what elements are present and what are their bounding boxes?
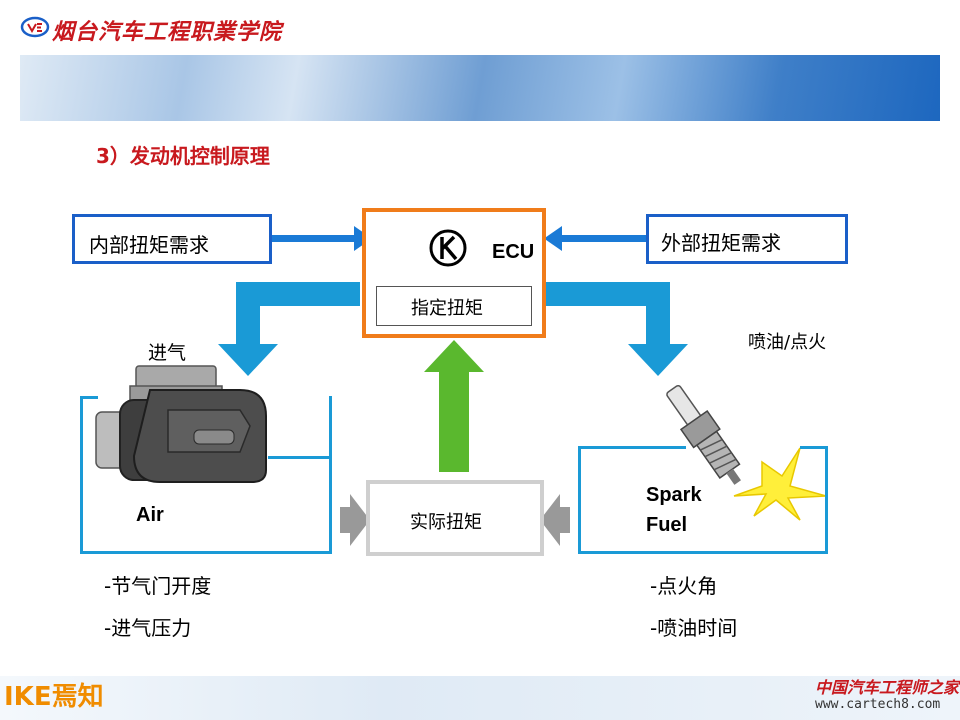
section-title: 3）发动机控制原理: [96, 144, 270, 168]
throttle-opening-label: -节气门开度: [104, 574, 212, 598]
intake-panel-right-edge: [329, 456, 332, 554]
spark-label: Spark: [646, 484, 702, 506]
external-torque-demand-label: 外部扭矩需求: [661, 231, 781, 255]
internal-torque-demand-label: 内部扭矩需求: [89, 233, 209, 257]
spark-flash-icon: [733, 447, 827, 521]
actual-torque-label: 实际扭矩: [410, 512, 482, 533]
injection-ignition-label: 喷油/点火: [748, 332, 827, 353]
ecu-box: ECU 指定扭矩: [362, 208, 546, 338]
specified-torque-box: 指定扭矩: [376, 286, 532, 326]
air-label: Air: [136, 504, 164, 526]
specified-torque-label: 指定扭矩: [411, 298, 483, 319]
footer-logo: IKE焉知: [4, 682, 104, 712]
school-name: 烟台汽车工程职業学院: [52, 19, 283, 45]
footer-url: www.cartech8.com: [815, 697, 941, 712]
throttle-body-icon: [95, 365, 267, 483]
ecu-k-logo-icon: [429, 229, 467, 267]
footer-brand: 中国汽车工程师之家: [815, 678, 960, 697]
spark-plug-icon: [666, 384, 827, 521]
internal-demand-arrow: [272, 226, 372, 251]
school-logo-icon: [20, 16, 50, 38]
right-flow-arrow: [546, 282, 688, 376]
feedback-arrow: [424, 340, 484, 472]
header-banner: [20, 55, 940, 121]
intake-panel-left-edge: [80, 396, 83, 554]
fuel-label: Fuel: [646, 514, 688, 536]
internal-torque-demand-box: 内部扭矩需求: [72, 214, 272, 264]
external-torque-demand-box: 外部扭矩需求: [646, 214, 848, 264]
intake-label: 进气: [148, 342, 187, 364]
ignition-panel-left-edge: [578, 446, 581, 554]
ignition-panel-right-edge: [825, 446, 828, 554]
intake-panel: [80, 396, 332, 554]
right-grey-arrow: [540, 494, 570, 546]
ecu-label: ECU: [492, 241, 535, 263]
intake-pressure-label: -进气压力: [104, 616, 192, 640]
external-demand-arrow: [544, 226, 646, 251]
ignition-panel-top-right-edge: [800, 446, 828, 449]
left-flow-arrow: [218, 282, 360, 376]
footer-strip: [0, 676, 960, 720]
intake-panel-top-left-edge: [80, 396, 98, 399]
intake-panel-top-right-edge: [268, 456, 332, 459]
ignition-panel-bottom-edge: [578, 551, 828, 554]
actual-torque-box: 实际扭矩: [366, 480, 544, 556]
injection-time-label: -喷油时间: [650, 616, 738, 640]
ignition-angle-label: -点火角: [650, 574, 718, 598]
ignition-panel-top-left-edge: [578, 446, 686, 449]
left-grey-arrow: [340, 494, 370, 546]
